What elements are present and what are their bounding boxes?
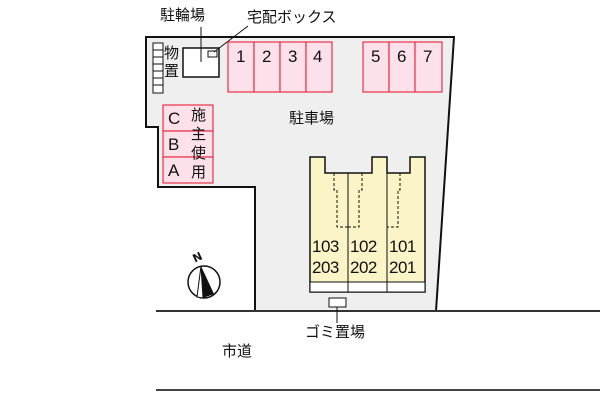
- owner-use-label: 施主使用: [191, 106, 207, 181]
- road-label: 市道: [222, 342, 253, 360]
- unit-number: 101: [389, 237, 416, 256]
- parking-number: 2: [262, 47, 272, 66]
- delivery-box: [207, 50, 218, 58]
- stair-outlines: [333, 173, 401, 228]
- parking-space-5: [362, 41, 390, 93]
- parking-number: 7: [423, 47, 433, 66]
- leader-delivery: [213, 25, 249, 53]
- parking-space-6: [388, 41, 416, 93]
- parking-space-4: [305, 41, 333, 93]
- parking-space-2: [253, 41, 281, 93]
- unit-number: 203: [312, 258, 339, 277]
- north-arrow-icon: [187, 265, 221, 299]
- parking-number: 4: [313, 47, 323, 66]
- owner-space-letter: C: [168, 109, 181, 128]
- bicycle-parking-label: 駐輪場: [160, 6, 206, 24]
- unit-number: 201: [389, 258, 416, 277]
- parking-number: 5: [371, 47, 381, 66]
- unit-number: 103: [312, 237, 339, 256]
- garbage-label: ゴミ置場: [305, 323, 366, 341]
- owner-space-letter: B: [168, 135, 180, 154]
- building-balcony: [309, 281, 426, 293]
- parking-space-1: [227, 41, 255, 93]
- parking-label: 駐車場: [289, 109, 335, 127]
- parking-number: 3: [288, 47, 298, 66]
- storage: [152, 42, 164, 94]
- unit-number: 102: [350, 237, 377, 256]
- storage-label: 物置: [164, 44, 180, 80]
- owner-space-letter: A: [168, 161, 180, 180]
- garbage-area: [328, 297, 347, 308]
- parking-number: 1: [236, 47, 246, 66]
- unit-number: 202: [350, 258, 377, 277]
- parking-number: 6: [397, 47, 407, 66]
- owner-space-a: [162, 156, 214, 184]
- delivery-box-label: 宅配ボックス: [247, 8, 337, 26]
- parking-space-7: [414, 41, 443, 93]
